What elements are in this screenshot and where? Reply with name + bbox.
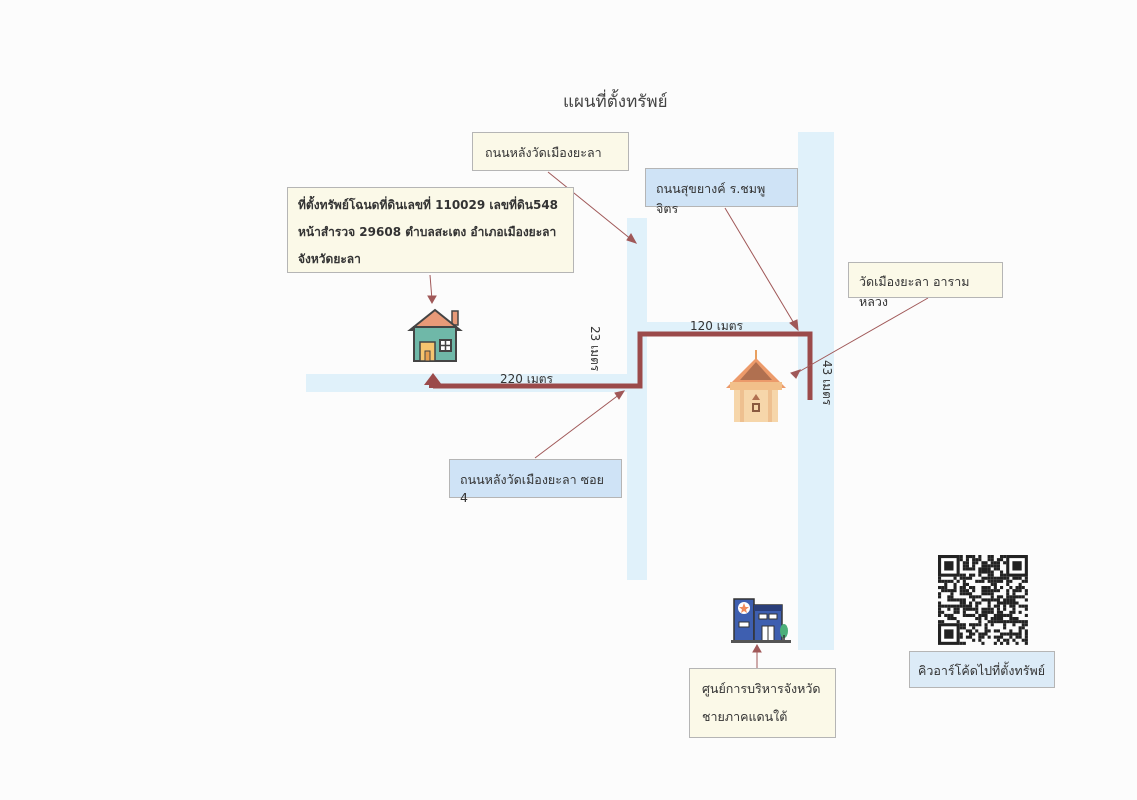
route-path	[433, 331, 813, 400]
admin-center-line-1: ศูนย์การบริหารจังหวัด	[702, 681, 821, 696]
house-icon	[407, 308, 463, 362]
soi4-label: ถนนหลังวัดเมืองยะลา ซอย 4	[449, 459, 622, 505]
route-start-arrow	[424, 373, 442, 385]
admin-center-line-2: ชายภาคแดนใต้	[702, 709, 788, 724]
route-start-stem	[429, 380, 437, 388]
admin-center-label: ศูนย์การบริหารจังหวัด ชายภาคแดนใต้	[689, 668, 836, 738]
distance-120: 120 เมตร	[690, 319, 743, 333]
temple-text: วัดเมืองยะลา อารามหลวง	[859, 274, 970, 309]
road-sukhayang-label: ถนนสุขยางค์ ร.ชมพูจิตร	[645, 168, 798, 216]
property-line-1: ที่ตั้งทรัพย์โฉนดที่ดินเลขที่ 110029 เลข…	[298, 198, 559, 212]
distance-220: 220 เมตร	[500, 372, 553, 386]
map-title: แผนที่ตั้งทรัพย์	[563, 92, 668, 112]
road-sukhayang-vertical	[798, 132, 834, 650]
distance-23: 23 เมตร	[588, 326, 602, 372]
qr-code[interactable]	[938, 555, 1030, 645]
road-behind-temple-text: ถนนหลังวัดเมืองยะลา	[485, 145, 602, 160]
temple-icon	[726, 350, 786, 422]
pointer-road-behind-temple	[547, 171, 633, 241]
property-line-3: จังหวัดยะลา	[298, 252, 361, 266]
distance-43: 43 เมตร	[820, 360, 834, 406]
property-line-2: หน้าสำรวจ 29608 ตำบลสะเตง อำเภอเมืองยะลา	[298, 225, 557, 239]
pointer-temple	[794, 297, 929, 375]
road-soi4-vertical	[627, 218, 647, 580]
qr-caption-label: คิวอาร์โค้ดไปที่ตั้งทรัพย์	[909, 651, 1055, 688]
temple-label: วัดเมืองยะลา อารามหลวง	[848, 262, 1003, 309]
pointer-sukhayang	[724, 207, 796, 326]
government-building-icon	[731, 598, 791, 643]
pointer-soi4	[534, 393, 621, 459]
road-behind-temple-label: ถนนหลังวัดเมืองยะลา	[472, 132, 629, 171]
property-location-label: ที่ตั้งทรัพย์โฉนดที่ดินเลขที่ 110029 เลข…	[287, 187, 574, 273]
road-sukhayang-text: ถนนสุขยางค์ ร.ชมพูจิตร	[656, 181, 766, 216]
qr-caption-text: คิวอาร์โค้ดไปที่ตั้งทรัพย์	[918, 663, 1046, 678]
soi4-text: ถนนหลังวัดเมืองยะลา ซอย 4	[460, 472, 604, 505]
